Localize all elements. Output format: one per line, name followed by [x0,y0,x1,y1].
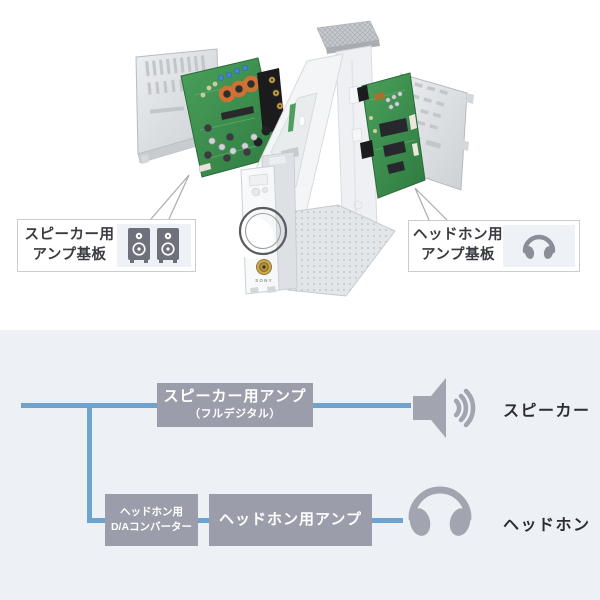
headphone-callout-leader-lines [414,187,448,221]
speaker-amp-block-line2: （フルデジタル） [189,408,281,421]
speaker-output-label: スピーカー [503,403,591,420]
signal-diagram-section: スピーカー用アンプ （フルデジタル） ヘッドホン用 D/Aコンバーター ヘッドホ… [0,330,600,600]
speaker-sound-icon [413,378,476,438]
speaker-amp-block: スピーカー用アンプ （フルデジタル） [157,383,313,427]
speaker-amp-block-line1: スピーカー用アンプ [163,388,307,406]
headphones-icon [522,234,556,259]
speaker-board-callout-line1: スピーカー用 [24,226,115,243]
signal-line-branch-vertical [87,403,92,523]
headphone-amp-board-illustration [357,72,426,199]
speaker-board-callout-label: スピーカー用 アンプ基板 [22,224,117,267]
headphone-sound-icon [408,486,472,536]
product-logo: SONY [255,278,273,283]
heatsink-illustration [316,20,380,54]
speaker-callout-leader-lines [150,174,190,220]
front-panel-illustration: SONY [232,151,298,295]
exploded-view-illustration: SONY [135,20,474,297]
headphone-amp-block: ヘッドホン用アンプ [209,494,372,546]
exploded-view-section: SONY スピーカー用 アンプ基板 [17,20,580,297]
speaker-board-callout-tile [117,224,191,267]
headphone-dac-block: ヘッドホン用 D/Aコンバーター [105,494,198,546]
stereo-speakers-icon [128,227,179,263]
speaker-board-callout-line2: アンプ基板 [32,246,107,263]
speaker-board-callout: スピーカー用 アンプ基板 [17,219,196,272]
headphone-board-callout-line1: ヘッドホン用 [413,227,503,244]
headphone-output-icon-wrap [404,472,476,549]
headphone-board-callout: ヘッドホン用 アンプ基板 [408,220,580,272]
headphone-dac-block-line2: D/Aコンバーター [110,521,193,533]
headphone-board-callout-tile [503,225,575,267]
speaker-output-icon-wrap [413,378,488,443]
headphone-dac-block-line1: ヘッドホン用 [120,505,183,518]
headphone-amp-block-line1: ヘッドホン用アンプ [219,510,362,528]
headphone-board-callout-line2: アンプ基板 [421,247,495,263]
headphone-output-label: ヘッドホン [503,517,591,534]
speaker-amp-board-illustration [180,57,287,178]
headphone-board-callout-label: ヘッドホン用 アンプ基板 [413,225,503,267]
